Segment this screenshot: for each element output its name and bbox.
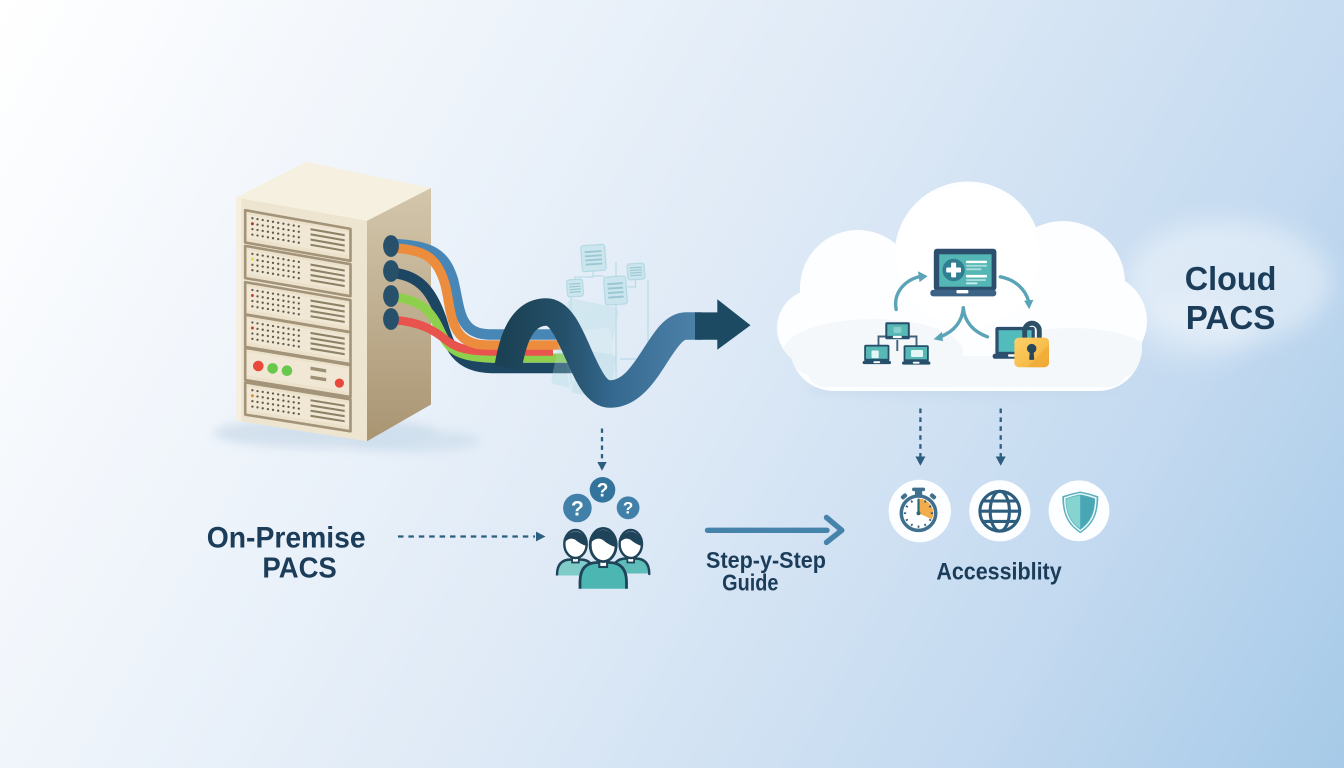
svg-text:PACS: PACS: [262, 553, 336, 585]
svg-text:Guide: Guide: [722, 570, 778, 596]
svg-text:PACS: PACS: [1186, 299, 1276, 336]
svg-text:Cloud: Cloud: [1185, 261, 1277, 298]
svg-text:Step-y-Step: Step-y-Step: [706, 547, 826, 573]
svg-text:?: ?: [623, 499, 633, 518]
svg-text:?: ?: [597, 481, 609, 502]
svg-text:?: ?: [571, 497, 584, 520]
svg-text:On-Premise: On-Premise: [207, 521, 366, 554]
svg-text:Accessiblity: Accessiblity: [936, 559, 1062, 586]
